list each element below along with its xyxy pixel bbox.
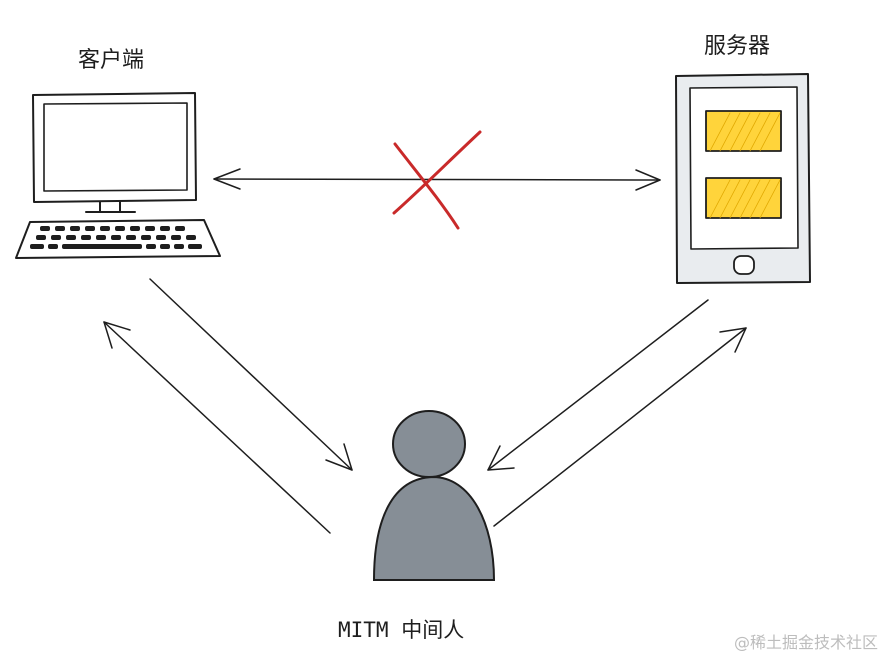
client-to-mitm-arrow: [149, 278, 353, 471]
mitm-label: MITM 中间人: [338, 618, 465, 642]
watermark-text: @稀土掘金技术社区: [733, 633, 878, 652]
client-server-arrow: [213, 178, 661, 181]
server-label: 服务器: [704, 34, 771, 59]
mitm-to-client-arrow: [103, 321, 331, 534]
server-device-icon: [675, 73, 811, 284]
client-label: 客户端: [78, 48, 145, 73]
mitm-to-server-arrow: [493, 327, 747, 527]
server-to-mitm-arrow: [487, 299, 709, 471]
client-computer-icon: [15, 92, 221, 259]
connection-arrows: [103, 168, 747, 534]
mitm-person-icon: [372, 410, 496, 581]
blocked-cross-icon: [392, 130, 482, 230]
